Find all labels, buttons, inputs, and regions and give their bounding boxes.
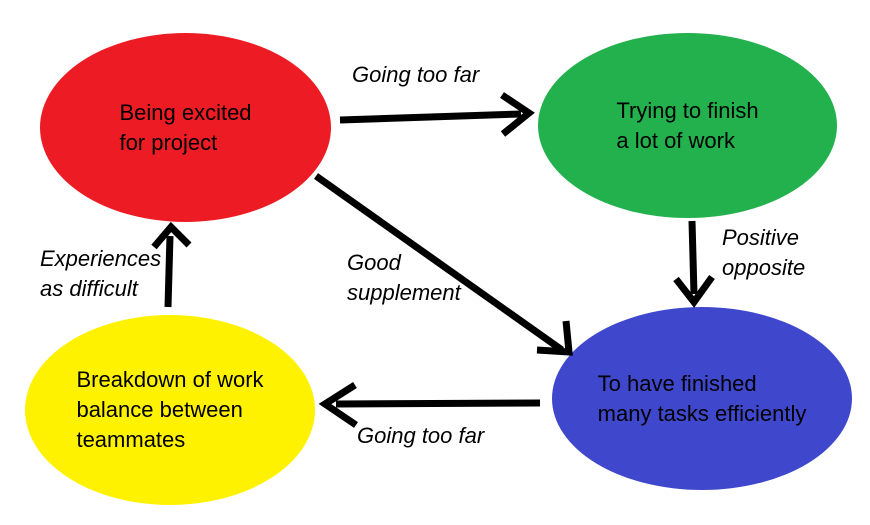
arrow-trying-to-finished <box>673 220 715 308</box>
edge-label-good-supplement: Good supplement <box>347 248 461 308</box>
edge-label-line: Experiences <box>40 246 162 271</box>
node-being-excited-for-project: Being excited for project <box>40 33 331 222</box>
edge-label-going-too-far-top: Going too far <box>352 60 479 90</box>
arrow-excited-to-trying <box>339 92 535 137</box>
edge-label-line: supplement <box>347 280 461 305</box>
node-label-line: Trying to finish <box>616 97 759 123</box>
edge-label-going-too-far-bottom: Going too far <box>357 421 484 451</box>
node-trying-to-finish: Trying to finish a lot of work <box>538 33 837 218</box>
edge-label-line: Good <box>347 250 401 275</box>
node-label-line: many tasks efficiently <box>597 400 807 426</box>
node-label-line: Breakdown of work <box>76 367 264 392</box>
arrow-head-icon <box>673 274 715 308</box>
arrow-shaft <box>688 220 698 295</box>
node-label-trying-to-finish: Trying to finish a lot of work <box>616 96 758 156</box>
edge-label-line: as difficult <box>40 276 138 301</box>
arrow-shaft <box>164 235 174 308</box>
node-label-to-have-finished: To have finished many tasks efficiently <box>598 369 807 429</box>
node-label-being-excited: Being excited for project <box>119 98 251 158</box>
node-label-line: for project <box>119 129 218 155</box>
edge-label-line: Going too far <box>352 62 480 87</box>
arrow-head-icon <box>536 320 573 356</box>
node-to-have-finished: To have finished many tasks efficiently <box>552 307 852 490</box>
edge-label-line: Positive <box>722 225 800 250</box>
edge-label-line: Going too far <box>357 423 485 448</box>
node-label-breakdown: Breakdown of work balance between teamma… <box>76 365 263 455</box>
edge-label-experiences-as-difficult: Experiences as difficult <box>40 244 161 304</box>
edge-label-positive-opposite: Positive opposite <box>722 223 805 283</box>
node-label-line: Being excited <box>119 99 252 125</box>
arrow-head-icon <box>500 92 535 137</box>
node-breakdown-of-work-balance: Breakdown of work balance between teamma… <box>25 315 315 505</box>
arrow-head-icon <box>318 382 358 428</box>
edge-label-line: opposite <box>722 255 806 280</box>
node-label-line: a lot of work <box>616 127 735 153</box>
arrow-shaft <box>335 399 541 408</box>
node-label-line: teammates <box>76 427 186 452</box>
arrow-shaft <box>339 110 522 124</box>
arrow-finished-to-breakdown <box>318 382 541 428</box>
node-label-line: To have finished <box>597 370 757 396</box>
node-label-line: balance between <box>76 397 243 422</box>
